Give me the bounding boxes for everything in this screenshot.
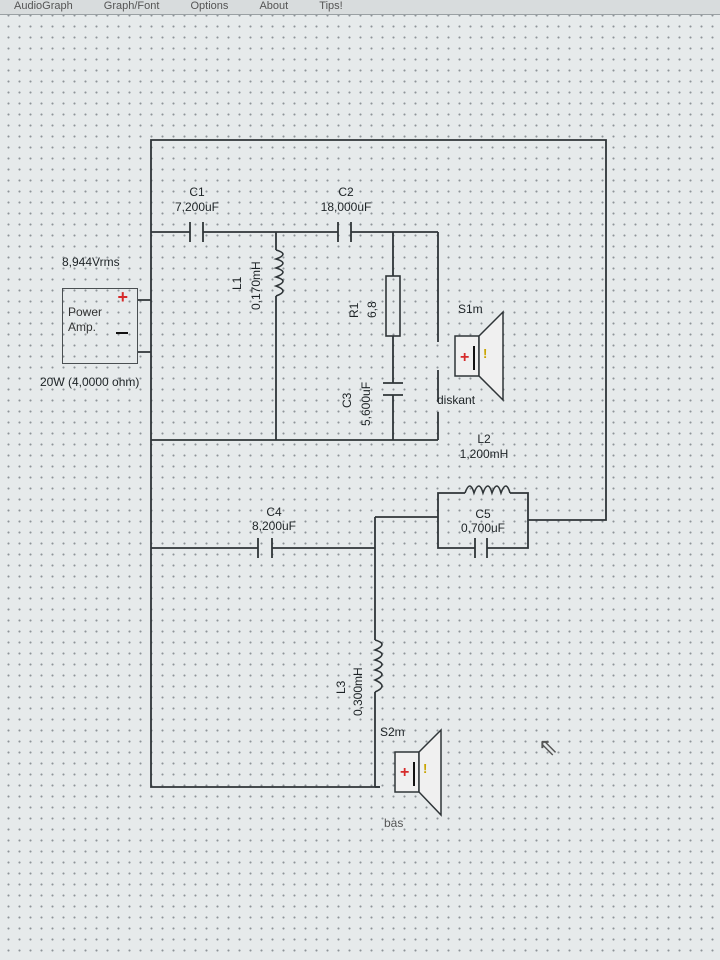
source-voltage-label: 8,944Vrms bbox=[62, 255, 120, 269]
minus-terminal-icon bbox=[116, 332, 128, 334]
svg-text:!: ! bbox=[423, 761, 427, 776]
r1-value: 6,8 bbox=[365, 301, 379, 318]
c5-name: C5 bbox=[475, 507, 491, 521]
menu-item-options[interactable]: Options bbox=[190, 0, 229, 12]
c3-name: C3 bbox=[340, 392, 354, 408]
menu-bar: AudioGraph Graph/Font Options About Tips… bbox=[0, 0, 720, 15]
l1-name: L1 bbox=[230, 276, 244, 290]
l1-coil bbox=[273, 249, 284, 297]
l2-coil bbox=[464, 485, 511, 496]
s2-label: bas bbox=[384, 816, 404, 830]
power-amp-label-line2: Amp. bbox=[68, 320, 97, 334]
schematic-canvas[interactable] bbox=[0, 15, 720, 960]
r1-resistor-body bbox=[385, 275, 401, 337]
c4-value: 8,200uF bbox=[251, 519, 297, 533]
c1-name: C1 bbox=[189, 185, 205, 199]
menu-item-about[interactable]: About bbox=[259, 0, 289, 12]
l2-value: 1,200mH bbox=[459, 447, 509, 461]
c1-value: 7,200uF bbox=[174, 200, 220, 214]
power-amp-label-line1: Power bbox=[68, 305, 103, 319]
menu-item-graph-font[interactable]: Graph/Font bbox=[103, 0, 160, 12]
l3-name: L3 bbox=[334, 680, 348, 694]
l3-value: 0,300mH bbox=[351, 667, 365, 716]
speaker-s1-icon[interactable]: + ! bbox=[454, 310, 504, 402]
c2-value: 18,000uF bbox=[320, 200, 372, 214]
c2-name: C2 bbox=[338, 185, 354, 199]
l2-name: L2 bbox=[477, 432, 491, 446]
s1-label: diskant bbox=[437, 393, 476, 407]
source-power-label: 20W (4,0000 ohm) bbox=[40, 375, 140, 389]
l3-coil bbox=[372, 639, 383, 693]
svg-text:+: + bbox=[400, 764, 409, 781]
power-amp-block[interactable]: Power Amp. + bbox=[62, 287, 138, 364]
plus-terminal-icon: + bbox=[117, 287, 128, 307]
svg-text:!: ! bbox=[483, 346, 487, 361]
s1-name: S1m bbox=[458, 302, 483, 316]
menu-item-tips[interactable]: Tips! bbox=[319, 0, 343, 12]
mouse-cursor-icon: ⇖ bbox=[538, 734, 559, 761]
s2-name: S2m bbox=[380, 725, 405, 739]
c4-name: C4 bbox=[266, 505, 282, 519]
c5-value: 0,700uF bbox=[460, 521, 506, 535]
r1-name: R1 bbox=[347, 302, 361, 318]
speaker-s2-icon[interactable]: + ! bbox=[394, 728, 442, 817]
c3-value: 5,600uF bbox=[359, 381, 373, 426]
menu-item-audiograph[interactable]: AudioGraph bbox=[14, 0, 73, 12]
l1-value: 0,170mH bbox=[249, 261, 263, 310]
svg-text:+: + bbox=[460, 349, 469, 366]
